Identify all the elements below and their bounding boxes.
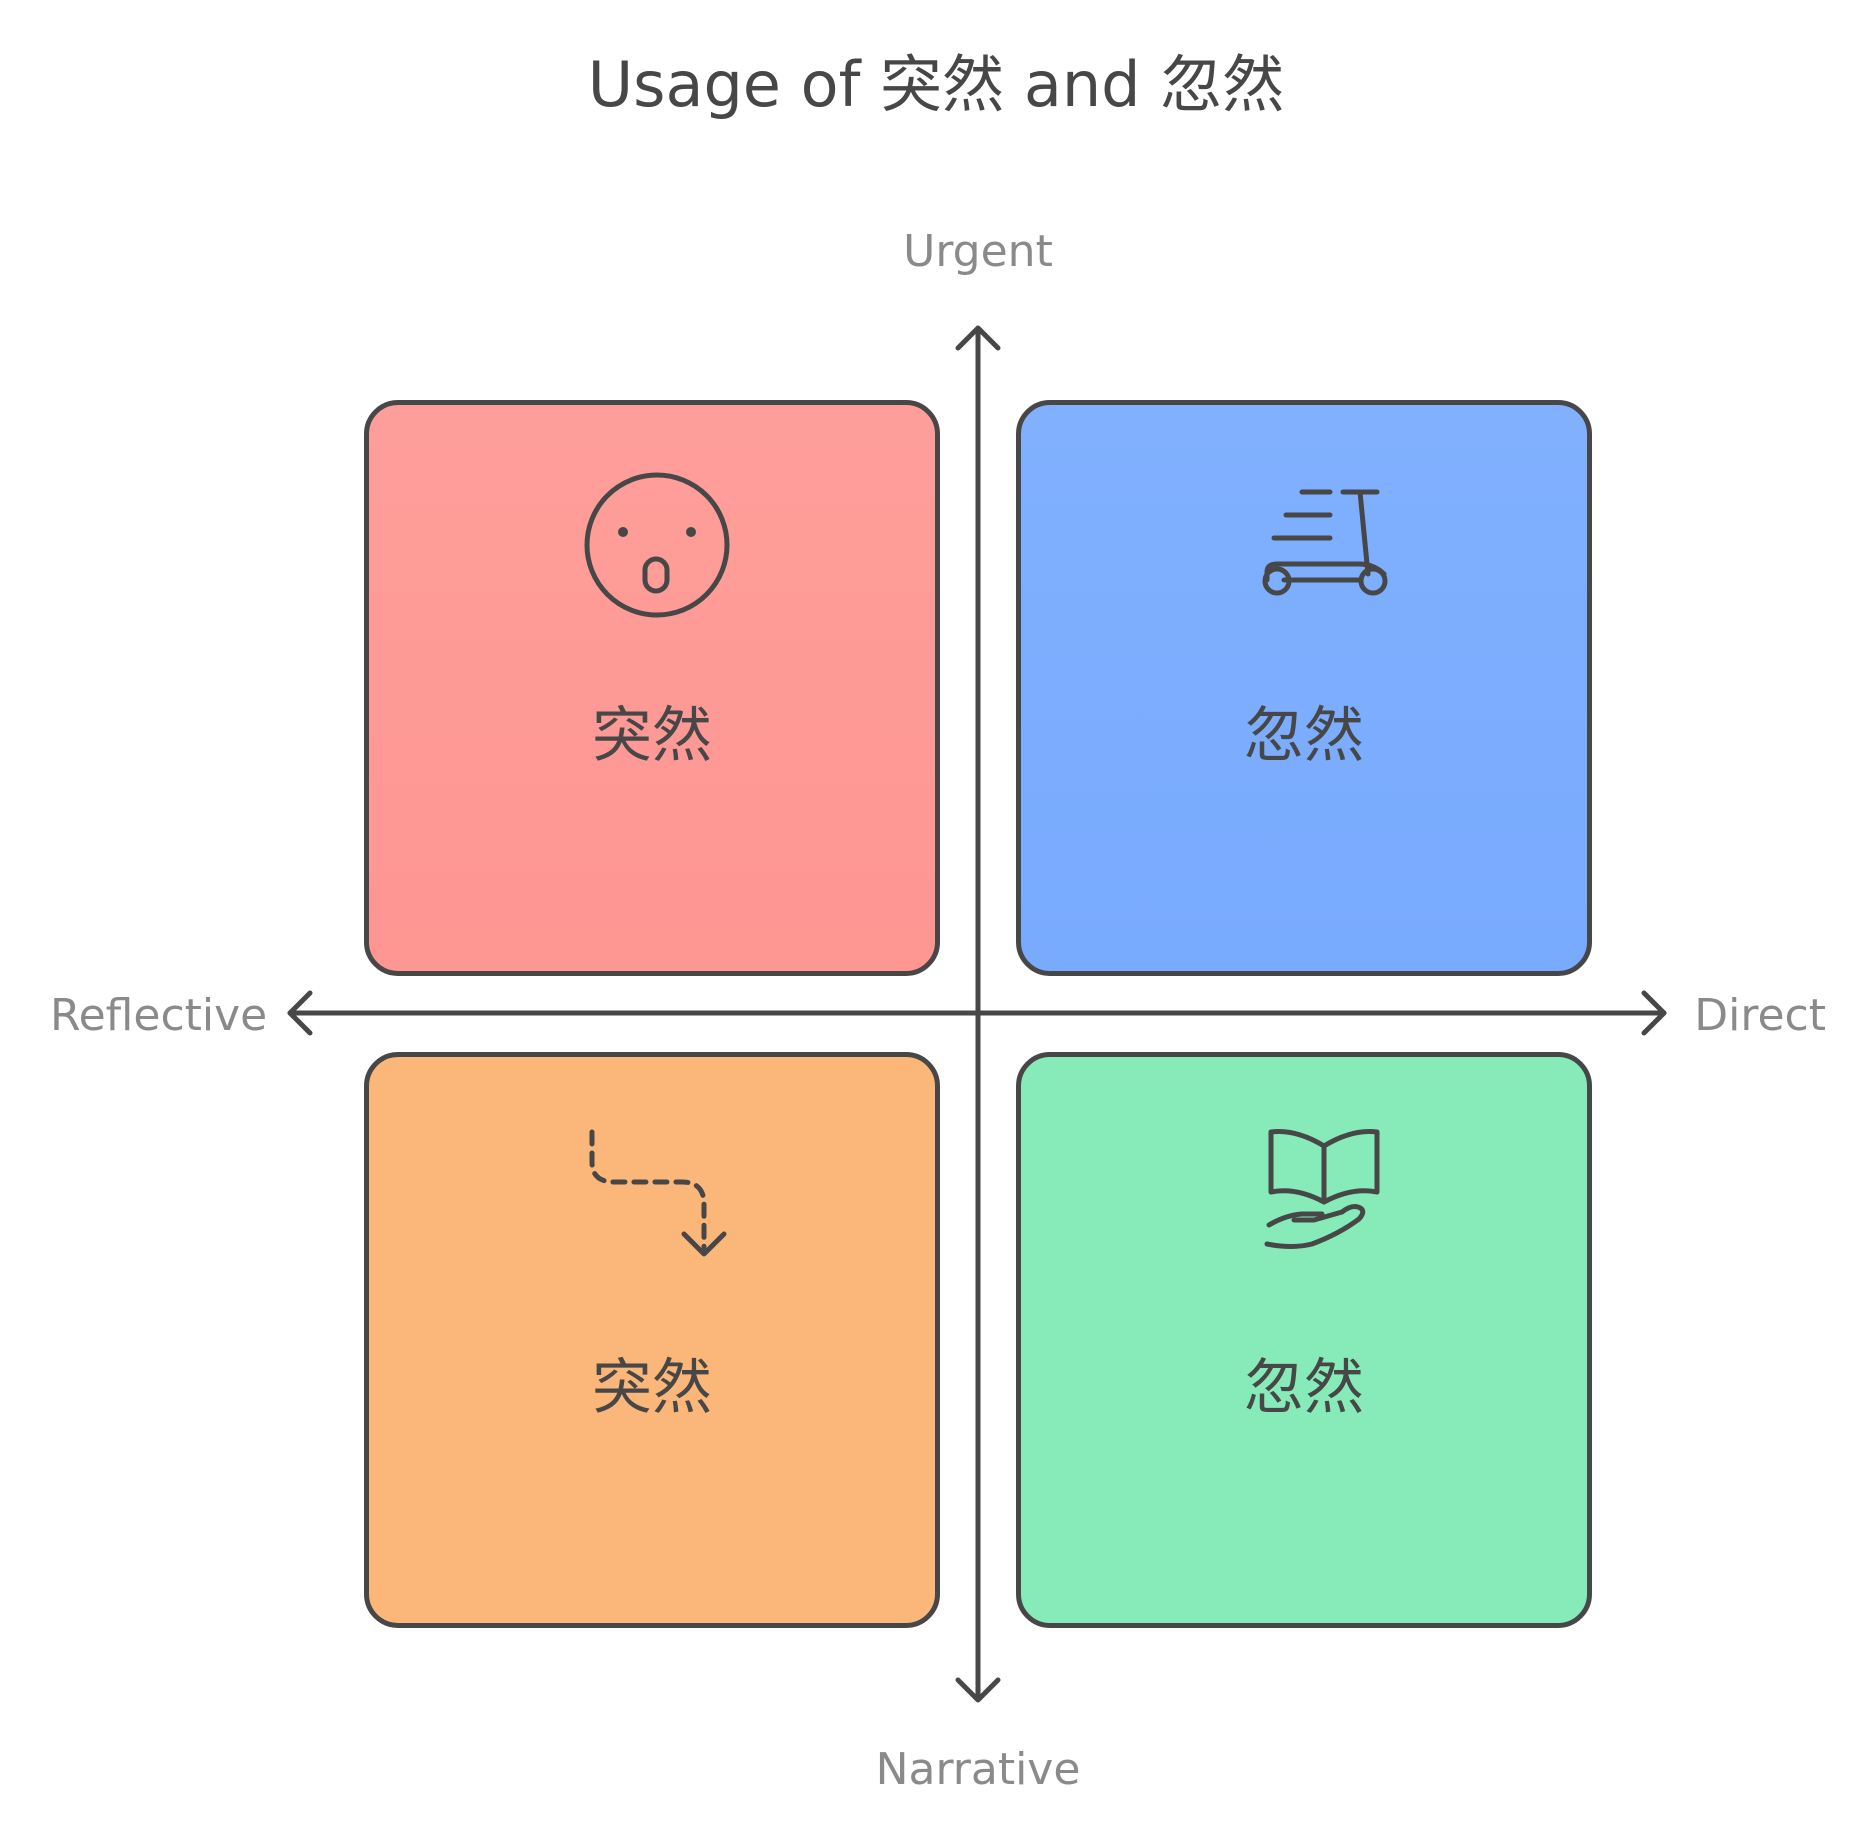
quadrant-top-left: 突然 bbox=[364, 400, 940, 976]
quadrant-text: 突然 bbox=[592, 701, 712, 771]
axis-label-narrative: Narrative bbox=[875, 1744, 1081, 1795]
quadrant-bottom-left: 突然 bbox=[364, 1052, 940, 1628]
axis-label-reflective: Reflective bbox=[50, 990, 268, 1041]
diagram-title: Usage of 突然 and 忽然 bbox=[587, 48, 1285, 121]
quadrant-text: 突然 bbox=[592, 1353, 712, 1423]
up-arrow-head bbox=[955, 325, 1001, 351]
quadrant-bottom-right: 忽然 bbox=[1016, 1052, 1592, 1628]
scooter-icon bbox=[1234, 470, 1388, 620]
axis-label-direct: Direct bbox=[1694, 990, 1826, 1041]
right-arrow-head bbox=[1641, 990, 1667, 1036]
dashed-turn-arrow-icon bbox=[582, 1122, 732, 1272]
book-in-hand-icon bbox=[1234, 1122, 1384, 1272]
left-arrow-head bbox=[287, 990, 313, 1036]
surprised-face-icon bbox=[582, 470, 732, 620]
axis-label-urgent: Urgent bbox=[903, 226, 1053, 277]
down-arrow-head bbox=[955, 1677, 1001, 1703]
quadrant-top-right: 忽然 bbox=[1016, 400, 1592, 976]
quadrant-text: 忽然 bbox=[1244, 1353, 1364, 1423]
quadrant-text: 忽然 bbox=[1244, 701, 1364, 771]
